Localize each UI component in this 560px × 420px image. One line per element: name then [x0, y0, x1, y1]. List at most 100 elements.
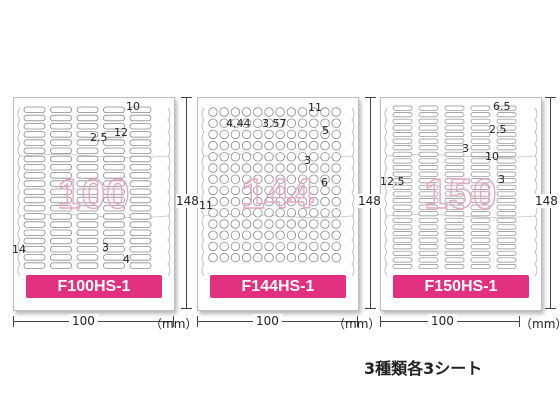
label-cell	[392, 237, 413, 243]
label-cell	[50, 229, 72, 236]
label-cell	[103, 131, 125, 138]
label-cell	[50, 221, 72, 228]
label-cell	[392, 125, 413, 131]
label-cell	[331, 129, 341, 140]
width-label-1: 100	[69, 314, 98, 328]
label-cell	[208, 118, 218, 128]
label-cell	[496, 217, 517, 223]
label-cell	[264, 152, 274, 162]
label-cell	[275, 252, 285, 263]
label-cell	[418, 112, 439, 118]
dim-top: 10	[126, 100, 140, 113]
label-cell	[275, 185, 285, 196]
label-cell	[76, 106, 99, 113]
label-cell	[129, 131, 152, 138]
sheet-count-caption: 3種類各3シート	[364, 359, 483, 378]
label-cell	[286, 118, 297, 128]
width-label-3: 100	[428, 314, 457, 328]
label-cell	[23, 122, 46, 130]
label-cell	[129, 205, 152, 212]
label-cell	[320, 252, 330, 263]
label-cell	[309, 174, 319, 184]
label-cell	[230, 185, 241, 196]
label-cell	[392, 151, 413, 157]
dim-right: 5	[322, 124, 329, 137]
label-cell	[103, 213, 125, 220]
label-cell	[392, 231, 413, 237]
dim-bottom: 4	[123, 253, 130, 266]
label-cell	[23, 205, 46, 212]
label-cell	[418, 105, 439, 111]
label-cell	[297, 140, 308, 151]
label-cell	[297, 208, 308, 218]
label-cell	[392, 138, 413, 144]
label-cell	[496, 178, 517, 184]
label-cell	[496, 244, 517, 250]
label-cell	[23, 164, 46, 171]
label-grid-144	[201, 107, 355, 277]
label-cell	[76, 221, 99, 228]
label-cell	[320, 152, 330, 162]
label-cell	[264, 118, 274, 128]
label-cell	[103, 106, 125, 113]
label-cell	[331, 241, 341, 252]
perforation-right	[534, 107, 538, 277]
label-cell	[76, 180, 99, 187]
label-cell	[496, 145, 517, 151]
label-cell	[286, 219, 297, 229]
label-cell	[470, 244, 491, 250]
label-cell	[444, 125, 465, 131]
dim-top: 6.5	[493, 100, 511, 113]
label-cell	[496, 171, 517, 177]
label-cell	[320, 174, 330, 184]
label-cell	[241, 219, 252, 229]
dim-width-a: 4.44	[226, 117, 251, 130]
label-cell	[297, 241, 308, 252]
label-cell	[470, 138, 491, 144]
label-cell	[50, 131, 72, 138]
label-cell	[253, 129, 263, 140]
label-cell	[76, 245, 99, 253]
label-cell	[103, 262, 125, 269]
label-cell	[320, 129, 330, 140]
label-cell	[23, 262, 46, 269]
label-cell	[219, 196, 229, 207]
unit-label-2: （mm）	[333, 317, 381, 331]
label-cell	[253, 230, 263, 240]
label-cell	[470, 231, 491, 237]
label-cell	[219, 152, 229, 162]
label-cell	[129, 164, 152, 171]
label-cell	[264, 163, 274, 173]
label-cell	[275, 208, 285, 218]
label-cell	[444, 231, 465, 237]
label-cell	[392, 264, 413, 270]
label-cell	[297, 252, 308, 263]
label-cell	[418, 138, 439, 144]
label-cell	[470, 224, 491, 230]
label-cell	[103, 139, 125, 146]
label-cell	[241, 163, 252, 173]
label-cell	[470, 217, 491, 223]
label-cell	[241, 129, 252, 140]
label-cell	[331, 219, 341, 229]
watermark-count: 144	[241, 169, 315, 217]
label-cell	[286, 208, 297, 218]
label-cell	[129, 245, 152, 253]
label-cell	[219, 129, 229, 140]
label-cell	[264, 129, 274, 140]
label-cell	[23, 188, 46, 195]
label-cell	[253, 196, 263, 207]
label-cell	[309, 252, 319, 263]
label-cell	[230, 107, 241, 117]
label-cell	[496, 132, 517, 138]
label-cell	[230, 196, 241, 207]
label-cell	[496, 158, 517, 164]
label-cell	[331, 140, 341, 151]
dim-gap: 3	[462, 142, 469, 155]
label-cell	[392, 171, 413, 177]
label-cell	[320, 107, 330, 117]
dim-gap-2: 3	[498, 173, 505, 186]
label-cell	[275, 118, 285, 128]
label-cell	[208, 230, 218, 240]
label-cell	[309, 118, 319, 128]
